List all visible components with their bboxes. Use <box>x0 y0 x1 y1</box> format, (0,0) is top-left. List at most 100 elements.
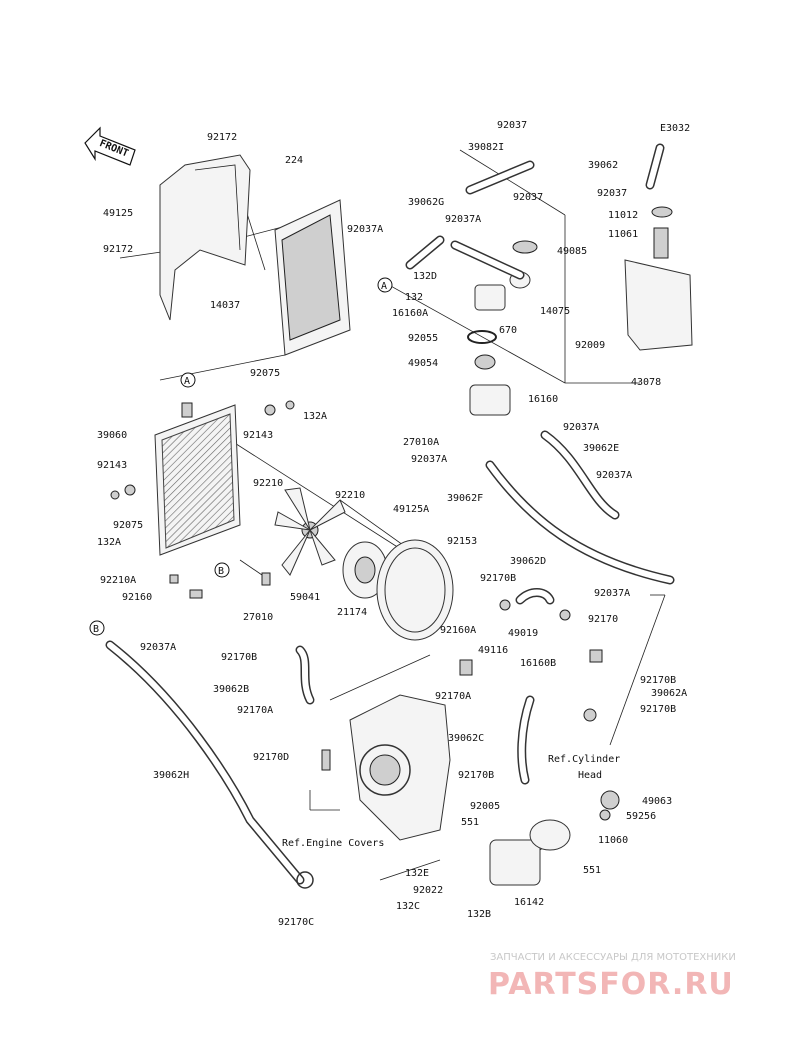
part-label: 551 <box>583 865 601 876</box>
part-label: 16142 <box>514 897 544 908</box>
part-label: 551 <box>461 817 479 828</box>
part-label: 92055 <box>408 333 438 344</box>
part-label: 27010A <box>403 437 439 448</box>
callout-a-top-label: A <box>381 281 387 292</box>
part-label: 49125A <box>393 504 429 515</box>
part-label: 92210 <box>335 490 365 501</box>
part-label: 92160A <box>440 625 476 636</box>
part-label: 92075 <box>250 368 280 379</box>
part-label: 39062 <box>588 160 618 171</box>
part-label: 92170A <box>237 705 273 716</box>
part-label: 11012 <box>608 210 638 221</box>
part-label: 92170B <box>480 573 516 584</box>
part-label: 92037A <box>596 470 632 481</box>
engine-cover <box>349 694 451 841</box>
part-label: 92022 <box>413 885 443 896</box>
part-label: 14075 <box>540 306 570 317</box>
part-label: 39062E <box>583 443 619 454</box>
part-label: 92037 <box>513 192 543 203</box>
part-label: 39060 <box>97 430 127 441</box>
part-label: 92170A <box>435 691 471 702</box>
part-label: 92160 <box>122 592 152 603</box>
part-label: 92170B <box>458 770 494 781</box>
part-label: 39062C <box>448 733 484 744</box>
part-label: 92170D <box>253 752 289 763</box>
part-labels: 92172 224 49125 92172 14037 92037 39082I… <box>97 120 687 928</box>
part-label: 132 <box>405 292 423 303</box>
part-label: 49019 <box>508 628 538 639</box>
part-label: 92170B <box>221 652 257 663</box>
part-label: 92037 <box>497 120 527 131</box>
part-label: 49085 <box>557 246 587 257</box>
part-label: 11061 <box>608 229 638 240</box>
part-label: 49054 <box>408 358 438 369</box>
callout-b-hose-label: B <box>93 624 99 635</box>
fan-shroud <box>376 539 454 641</box>
part-label: 92210 <box>253 478 283 489</box>
part-label: 16160A <box>392 308 428 319</box>
part-label: 92172 <box>103 244 133 255</box>
part-label: 39062A <box>651 688 687 699</box>
part-label: 92143 <box>97 460 127 471</box>
part-label: 21174 <box>337 607 367 618</box>
part-label: 92170 <box>588 614 618 625</box>
ref-cylinder-head-line2: Head <box>578 770 602 781</box>
part-label: 92153 <box>447 536 477 547</box>
part-label: 92172 <box>207 132 237 143</box>
part-label: 16160B <box>520 658 556 669</box>
part-label: 16160 <box>528 394 558 405</box>
part-label: 59256 <box>626 811 656 822</box>
reservoir-tank <box>624 206 693 351</box>
part-label: 92037 <box>597 188 627 199</box>
part-label: 92037A <box>140 642 176 653</box>
part-label: 39062B <box>213 684 249 695</box>
cooling-fan <box>274 487 346 576</box>
part-label: 92037A <box>411 454 447 465</box>
part-label: 132E <box>405 868 429 879</box>
part-label: 92170B <box>640 704 676 715</box>
radiator-shroud <box>159 154 251 321</box>
part-label: 92037A <box>347 224 383 235</box>
callout-a-radiator: A <box>180 372 196 388</box>
part-label: 39062G <box>408 197 444 208</box>
part-label: 14037 <box>210 300 240 311</box>
part-label: 39082I <box>468 142 504 153</box>
part-label: 224 <box>285 155 303 166</box>
callout-a-top: A <box>377 277 393 293</box>
fan-motor <box>342 541 388 599</box>
callout-b-radiator-label: B <box>218 566 224 577</box>
part-label: 92075 <box>113 520 143 531</box>
ref-cylinder-head-line1: Ref.Cylinder <box>548 754 620 765</box>
part-label: 39062D <box>510 556 546 567</box>
part-label: 92009 <box>575 340 605 351</box>
radiator <box>154 402 241 556</box>
part-label: 92210A <box>100 575 136 586</box>
watermark-line2: PARTSFOR.RU <box>488 967 734 1002</box>
part-label: 39062F <box>447 493 483 504</box>
part-label: 92037A <box>563 422 599 433</box>
callout-b-hose: B <box>89 620 105 636</box>
part-label: 59041 <box>290 592 320 603</box>
fittings <box>110 400 603 889</box>
part-label: 92170B <box>640 675 676 686</box>
part-label: 92170C <box>278 917 314 928</box>
callout-a-radiator-label: A <box>184 376 190 387</box>
part-label: 92005 <box>470 801 500 812</box>
part-label: 43078 <box>631 377 661 388</box>
part-label: 27010 <box>243 612 273 623</box>
part-label: 92037A <box>594 588 630 599</box>
diagram-code: E3032 <box>660 123 690 134</box>
callout-b-radiator: B <box>214 562 230 578</box>
part-label: 11060 <box>598 835 628 846</box>
part-label: 39062H <box>153 770 189 781</box>
ref-engine-covers: Ref.Engine Covers <box>282 838 384 849</box>
part-label: 132D <box>413 271 437 282</box>
part-label: 49063 <box>642 796 672 807</box>
part-label: 670 <box>499 325 517 336</box>
water-pump <box>489 790 620 886</box>
part-label: 92143 <box>243 430 273 441</box>
part-label: 132B <box>467 909 491 920</box>
radiator-screen <box>274 199 351 356</box>
watermark-line1: ЗАПЧАСТИ И АКСЕССУАРЫ ДЛЯ МОТОТЕХНИКИ <box>490 952 736 963</box>
